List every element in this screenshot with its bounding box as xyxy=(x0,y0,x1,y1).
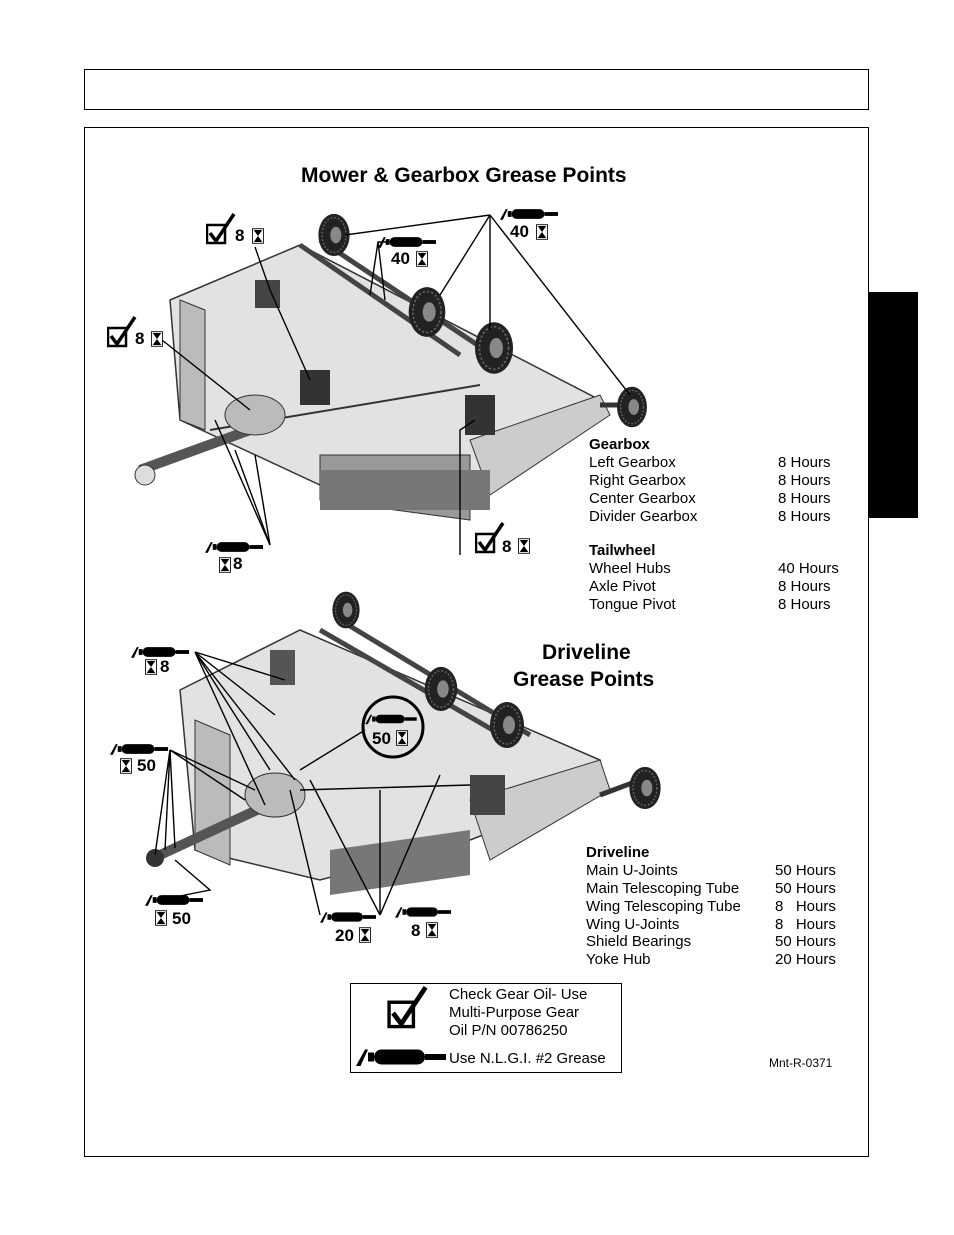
hourglass-icon xyxy=(416,251,428,267)
tailwheel-item: Tongue Pivot xyxy=(589,596,676,613)
tailwheel-heading: Tailwheel xyxy=(589,542,656,559)
callout-gearbox-check-left: 8 xyxy=(135,329,145,348)
tailwheel-interval: 8 Hours xyxy=(778,596,831,613)
top-leader-lines xyxy=(161,214,631,555)
driveline-interval: 50 Hours xyxy=(775,933,836,950)
circled-callout-ring xyxy=(361,695,425,759)
gearbox-item: Divider Gearbox xyxy=(589,508,698,525)
legend-check-icon xyxy=(389,987,426,1026)
grease-gun-icon xyxy=(320,912,376,923)
hourglass-icon xyxy=(155,910,167,926)
callout-pivots-grease: 8 xyxy=(233,554,243,573)
content-frame xyxy=(84,127,869,1157)
callout-upper-left: 8 xyxy=(160,657,170,676)
top-figure-title: Mower & Gearbox Grease Points xyxy=(301,164,627,187)
callout-bottom-a: 20 xyxy=(335,926,354,945)
tailwheel-item: Axle Pivot xyxy=(589,578,656,595)
legend-grease-icon xyxy=(356,1049,446,1066)
driveline-item: Yoke Hub xyxy=(586,951,651,968)
callout-tailwheel-hubs-right: 40 xyxy=(510,222,529,241)
driveline-heading: Driveline xyxy=(586,844,650,861)
legend-check-line2: Multi-Purpose Gear xyxy=(449,1004,580,1021)
callout-left-mid: 50 xyxy=(137,756,156,775)
grease-gun-icon xyxy=(205,542,263,553)
gearbox-heading: Gearbox xyxy=(589,436,650,453)
gearbox-item: Right Gearbox xyxy=(589,472,686,489)
callout-circled: 50 xyxy=(372,729,391,748)
driveline-interval: 50 Hours xyxy=(775,862,836,879)
legend-box: Check Gear Oil- Use Multi-Purpose Gear O… xyxy=(350,983,622,1073)
driveline-interval: 50 Hours xyxy=(775,880,836,897)
callout-bottom-b: 8 xyxy=(411,921,421,940)
grease-gun-icon xyxy=(378,237,436,248)
hourglass-icon xyxy=(252,228,264,244)
bottom-leader-lines xyxy=(154,651,471,916)
hourglass-icon xyxy=(426,922,438,938)
grease-gun-icon xyxy=(110,744,168,755)
hourglass-icon xyxy=(219,557,231,573)
gearbox-item: Center Gearbox xyxy=(589,490,696,507)
grease-gun-icon xyxy=(145,895,203,906)
hourglass-icon xyxy=(120,758,132,774)
callout-gearbox-check-bottom: 8 xyxy=(502,537,512,556)
driveline-interval: 20 Hours xyxy=(775,951,836,968)
hourglass-icon xyxy=(151,331,163,347)
driveline-item: Wing Telescoping Tube xyxy=(586,898,741,915)
grease-gun-icon xyxy=(395,907,451,918)
bottom-figure-title-line2: Grease Points xyxy=(513,668,655,691)
hourglass-icon xyxy=(145,659,157,675)
hourglass-icon xyxy=(396,730,408,746)
legend-check-line1: Check Gear Oil- Use xyxy=(449,986,588,1003)
gearbox-interval: 8 Hours xyxy=(778,472,831,489)
check-icon xyxy=(107,316,137,348)
bottom-figure-title-line1: Driveline xyxy=(542,641,631,664)
figure-code: Mnt-R-0371 xyxy=(769,1056,833,1070)
page-header-box xyxy=(84,69,869,110)
tailwheel-item: Wheel Hubs xyxy=(589,560,671,577)
callout-lower-left: 50 xyxy=(172,909,191,928)
callout-tailwheel-hubs-left: 40 xyxy=(391,249,410,268)
tailwheel-interval: 40 Hours xyxy=(778,560,839,577)
legend-check-line3: Oil P/N 00786250 xyxy=(449,1022,568,1039)
gearbox-interval: 8 Hours xyxy=(778,508,831,525)
grease-gun-icon xyxy=(500,209,558,220)
check-icon xyxy=(206,213,236,245)
callout-gearbox-check-top: 8 xyxy=(235,226,245,245)
gearbox-interval: 8 Hours xyxy=(778,454,831,471)
hourglass-icon xyxy=(536,224,548,240)
driveline-interval: 8 Hours xyxy=(775,898,836,915)
driveline-item: Wing U-Joints xyxy=(586,916,680,933)
driveline-item: Shield Bearings xyxy=(586,933,692,950)
hourglass-icon xyxy=(518,538,530,554)
check-icon xyxy=(475,522,505,554)
gearbox-interval: 8 Hours xyxy=(778,490,831,507)
gearbox-item: Left Gearbox xyxy=(589,454,676,471)
driveline-item: Main Telescoping Tube xyxy=(586,880,740,897)
section-side-tab xyxy=(868,292,918,518)
legend-grease-text: Use N.L.G.I. #2 Grease xyxy=(449,1050,606,1067)
bottom-mower-deck xyxy=(146,617,641,895)
driveline-interval: 8 Hours xyxy=(775,916,836,933)
tailwheel-interval: 8 Hours xyxy=(778,578,831,595)
hourglass-icon xyxy=(359,927,371,943)
driveline-item: Main U-Joints xyxy=(586,862,678,879)
